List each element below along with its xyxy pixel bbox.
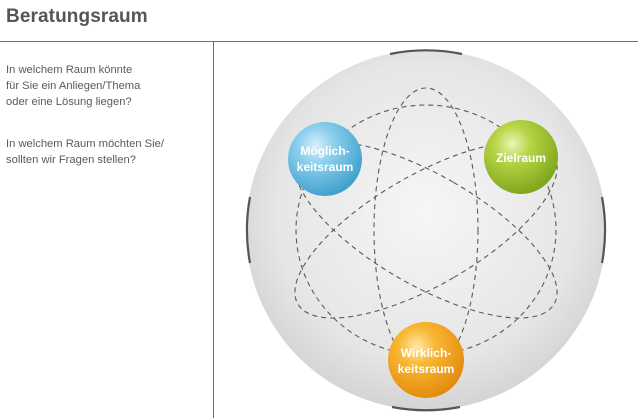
header: Beratungsraum	[0, 0, 638, 42]
node-zielraum-label: Zielraum	[496, 151, 546, 165]
diagram-svg: Möglich- keitsraum Zielraum Wirklich- ke…	[245, 49, 607, 412]
page-title: Beratungsraum	[6, 6, 148, 27]
beratungsraum-diagram: Möglich- keitsraum Zielraum Wirklich- ke…	[214, 42, 638, 418]
node-wirklichkeitsraum: Wirklich- keitsraum	[388, 322, 464, 398]
node-moeglichkeitsraum: Möglich- keitsraum	[288, 122, 362, 196]
node-wirklichkeitsraum-line1: Wirklich-	[401, 346, 452, 360]
question-2: In welchem Raum möchten Sie/ sollten wir…	[6, 138, 164, 166]
outer-rim	[245, 49, 607, 412]
question-1: In welchem Raum könnte für Sie ein Anlie…	[6, 64, 141, 108]
node-moeglichkeitsraum-line2: keitsraum	[297, 160, 354, 174]
question-panel: In welchem Raum könnte für Sie ein Anlie…	[0, 42, 214, 418]
node-moeglichkeitsraum-line1: Möglich-	[300, 144, 349, 158]
node-wirklichkeitsraum-line2: keitsraum	[398, 362, 455, 376]
node-zielraum: Zielraum	[484, 120, 558, 194]
